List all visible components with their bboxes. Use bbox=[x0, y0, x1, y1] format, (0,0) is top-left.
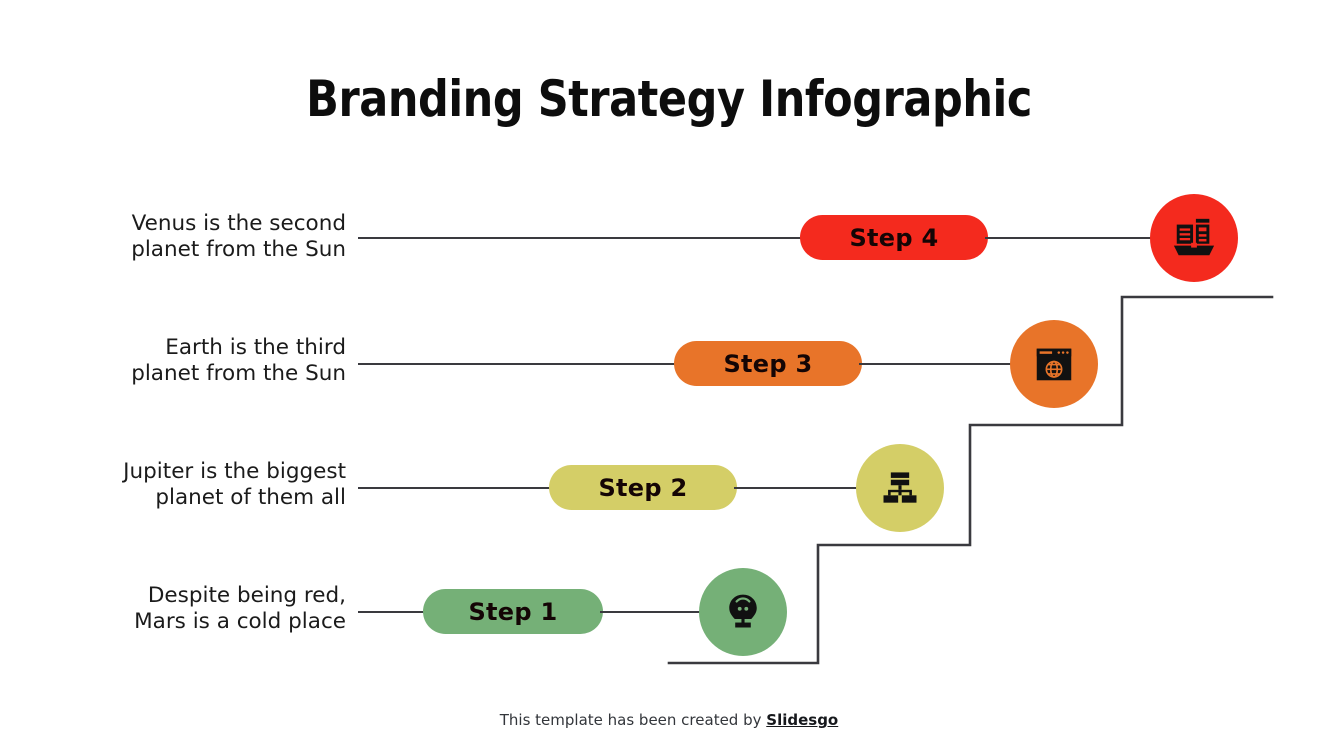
step-4-icon-circle[interactable] bbox=[1150, 194, 1238, 282]
step-2-label: Step 2 bbox=[598, 473, 688, 502]
step-3-label: Step 3 bbox=[723, 349, 813, 378]
step-1-connector-left bbox=[358, 611, 426, 613]
step-2-icon-circle[interactable] bbox=[856, 444, 944, 532]
step-4-pill[interactable]: Step 4 bbox=[800, 215, 988, 260]
footer-credit: This template has been created by Slides… bbox=[0, 711, 1338, 729]
step-2-description: Jupiter is the biggest planet of them al… bbox=[123, 459, 346, 510]
step-1-description: Despite being red, Mars is a cold place bbox=[134, 583, 346, 634]
step-4-connector-left bbox=[358, 237, 808, 239]
step-3-icon-circle[interactable] bbox=[1010, 320, 1098, 408]
step-1-label: Step 1 bbox=[468, 597, 558, 626]
step-3-connector-right bbox=[859, 363, 1014, 365]
step-1-pill[interactable]: Step 1 bbox=[423, 589, 603, 634]
step-3-pill[interactable]: Step 3 bbox=[674, 341, 862, 386]
step-4-connector-right bbox=[985, 237, 1160, 239]
step-2-pill[interactable]: Step 2 bbox=[549, 465, 737, 510]
hierarchy-icon bbox=[883, 472, 917, 503]
step-2-connector-left bbox=[358, 487, 552, 489]
step-3-description: Earth is the third planet from the Sun bbox=[131, 335, 346, 386]
step-1-connector-right bbox=[600, 611, 708, 613]
step-4-label: Step 4 bbox=[849, 223, 939, 252]
step-3-connector-left bbox=[358, 363, 678, 365]
step-2-connector-right bbox=[734, 487, 864, 489]
browser-globe-icon bbox=[1036, 348, 1072, 381]
step-1-icon-circle[interactable] bbox=[699, 568, 787, 656]
step-4-description: Venus is the second planet from the Sun bbox=[131, 211, 346, 262]
slidesgo-link[interactable]: Slidesgo bbox=[766, 711, 839, 729]
footer-credit-text: This template has been created by bbox=[499, 711, 767, 729]
lightbulb-icon bbox=[729, 594, 757, 628]
presentation-board-icon bbox=[1173, 218, 1215, 256]
page-title: Branding Strategy Infographic bbox=[306, 70, 1032, 128]
